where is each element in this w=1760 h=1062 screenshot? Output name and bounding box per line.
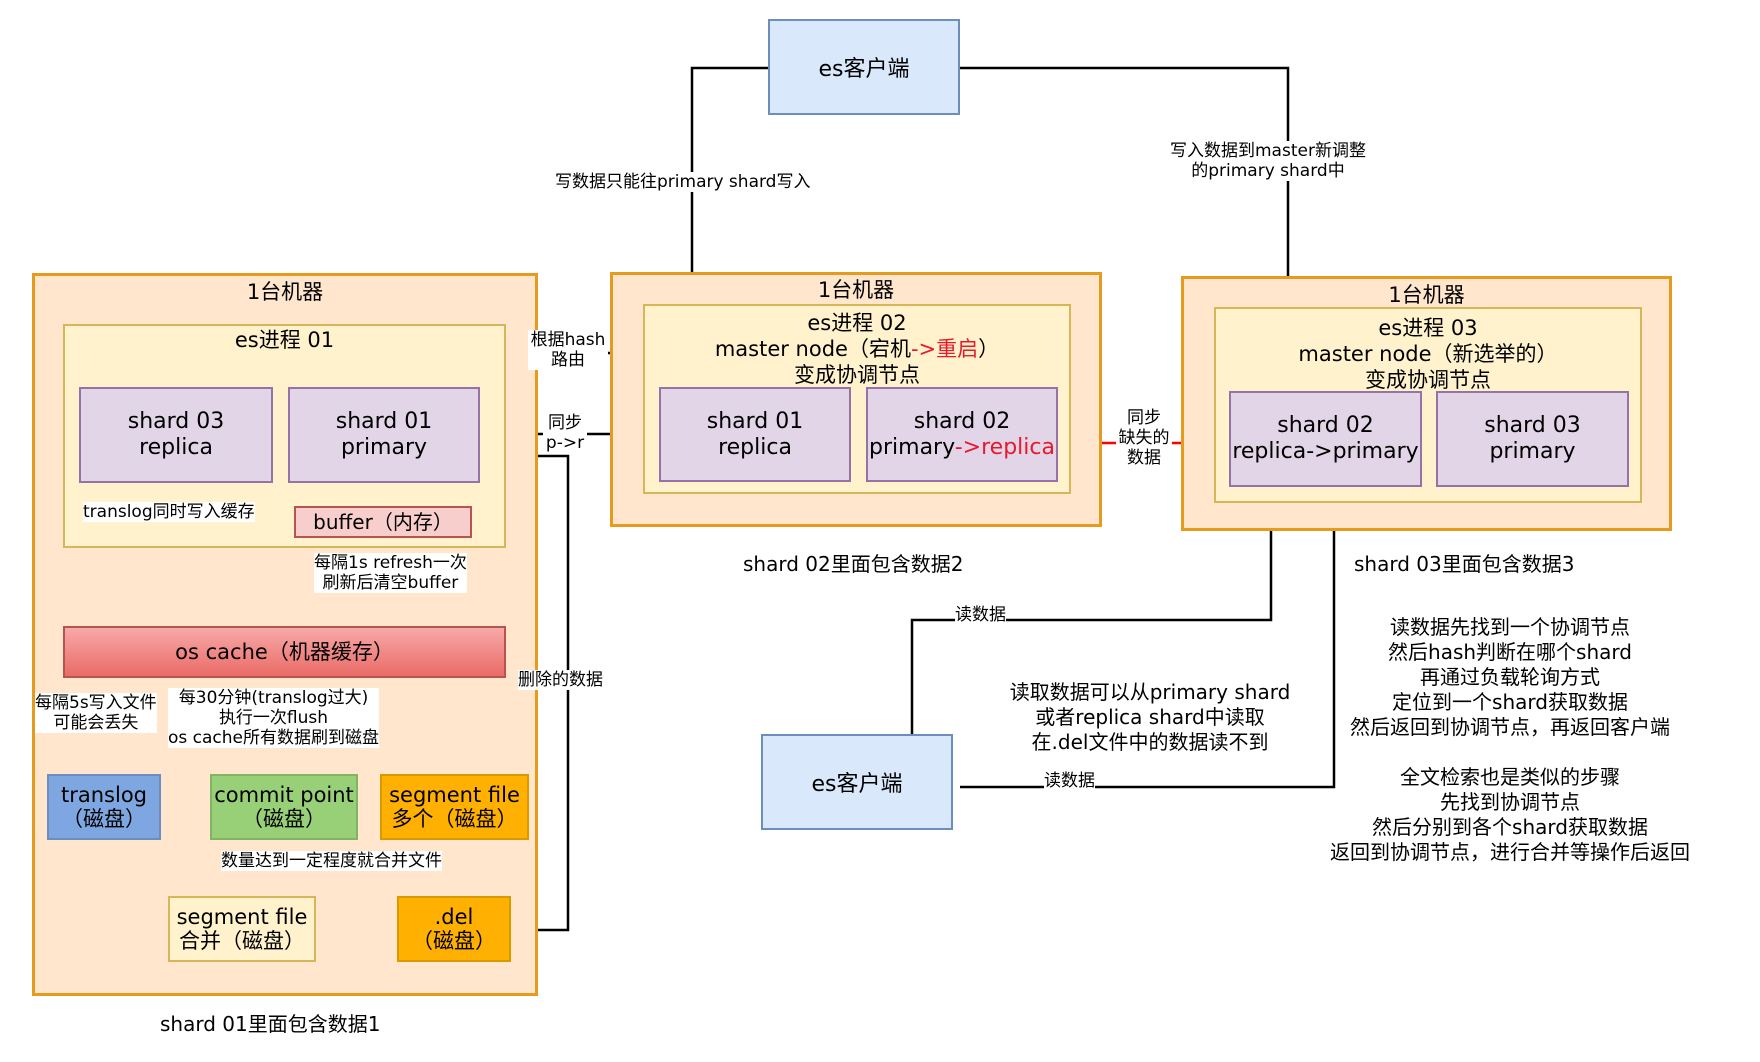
machine-3-title: 1台机器: [1388, 283, 1465, 307]
label-write-master: 写入数据到master新调整的primary shard中: [1170, 141, 1366, 181]
machine-2-title: 1台机器: [817, 278, 895, 302]
commit-point-disk: commit point（磁盘）: [210, 774, 358, 840]
translog-disk: translog（磁盘）: [47, 774, 161, 840]
machine-1-caption: shard 01里面包含数据1: [160, 1012, 381, 1036]
machine-3-caption: shard 03里面包含数据3: [1354, 552, 1575, 576]
label-every5s: 每隔5s写入文件可能会丢失: [35, 693, 157, 733]
machine-2-caption: shard 02里面包含数据2: [743, 552, 964, 576]
label-translog-cache: translog同时写入缓存: [83, 502, 255, 522]
label-merge: 数量达到一定程度就合并文件: [221, 851, 442, 871]
buffer: buffer（内存）: [294, 506, 472, 538]
bottom-client: es客户端: [761, 734, 953, 830]
process-01-title: es进程 01: [234, 328, 335, 352]
top-client: es客户端: [768, 19, 960, 115]
process-03-title: es进程 03 master node（新选举的） 变成协调节点: [1298, 316, 1558, 392]
label-read-2: 读数据: [1044, 771, 1095, 791]
arrow-client-to-machine2: [687, 66, 768, 306]
label-write-primary: 写数据只能往primary shard写入: [555, 172, 811, 192]
search-note: 读数据先找到一个协调节点 然后hash判断在哪个shard 再通过负载轮询方式 …: [1330, 615, 1690, 864]
del-disk: .del（磁盘）: [397, 896, 511, 962]
os-cache: os cache（机器缓存）: [63, 626, 506, 678]
label-refresh: 每隔1s refresh一次刷新后清空buffer: [314, 553, 467, 593]
arrow-read-1: [910, 508, 1276, 736]
process-02-title: es进程 02 master node（宕机->重启） 变成协调节点: [714, 311, 1000, 387]
label-read-1: 读数据: [955, 605, 1006, 625]
label-sync-missing: 同步缺失的数据: [1116, 408, 1172, 468]
shard-02-primary-to-replica: shard 02 primary->replica: [866, 387, 1058, 482]
machine-1-title: 1台机器: [246, 280, 324, 304]
label-deleted: 删除的数据: [518, 670, 603, 690]
